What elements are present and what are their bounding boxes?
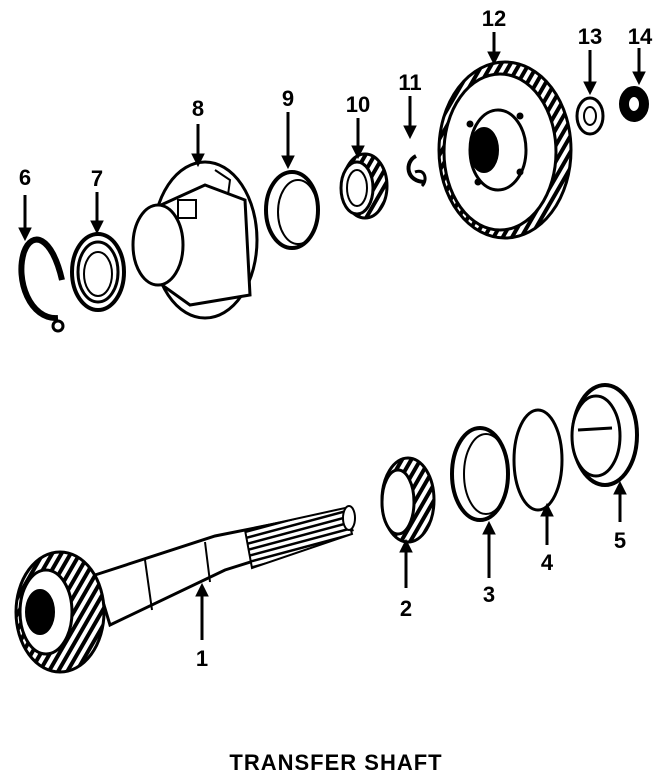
part-4-o-ring	[512, 408, 564, 512]
callout-9: 9	[282, 86, 294, 111]
callout-10: 10	[346, 92, 370, 117]
part-5-sleeve	[570, 383, 639, 487]
callout-1: 1	[196, 646, 208, 671]
part-6-snap-ring	[18, 236, 65, 333]
callout-6: 6	[19, 165, 31, 190]
diagram-title: TRANSFER SHAFT	[229, 750, 443, 775]
callout-12: 12	[482, 6, 506, 31]
part-8-housing	[131, 160, 259, 320]
callout-13: 13	[578, 24, 602, 49]
part-7-seal	[70, 232, 126, 312]
callout-7: 7	[91, 166, 103, 191]
part-10-bearing	[339, 152, 389, 220]
part-13-washer	[575, 96, 605, 136]
callout-4: 4	[541, 550, 554, 575]
part-1-shaft	[14, 505, 356, 674]
callout-14: 14	[628, 24, 653, 49]
part-3-race	[450, 426, 510, 522]
callout-3: 3	[483, 582, 495, 607]
part-9-race	[264, 170, 320, 250]
part-12-gear	[437, 60, 573, 240]
callout-2: 2	[400, 596, 412, 621]
part-14-nut	[619, 86, 649, 122]
callout-11: 11	[398, 70, 421, 95]
part-2-bearing	[380, 456, 436, 544]
leader-arrows	[18, 32, 646, 640]
callout-8: 8	[192, 96, 204, 121]
callout-5: 5	[614, 528, 626, 553]
part-11-clip	[406, 154, 427, 188]
